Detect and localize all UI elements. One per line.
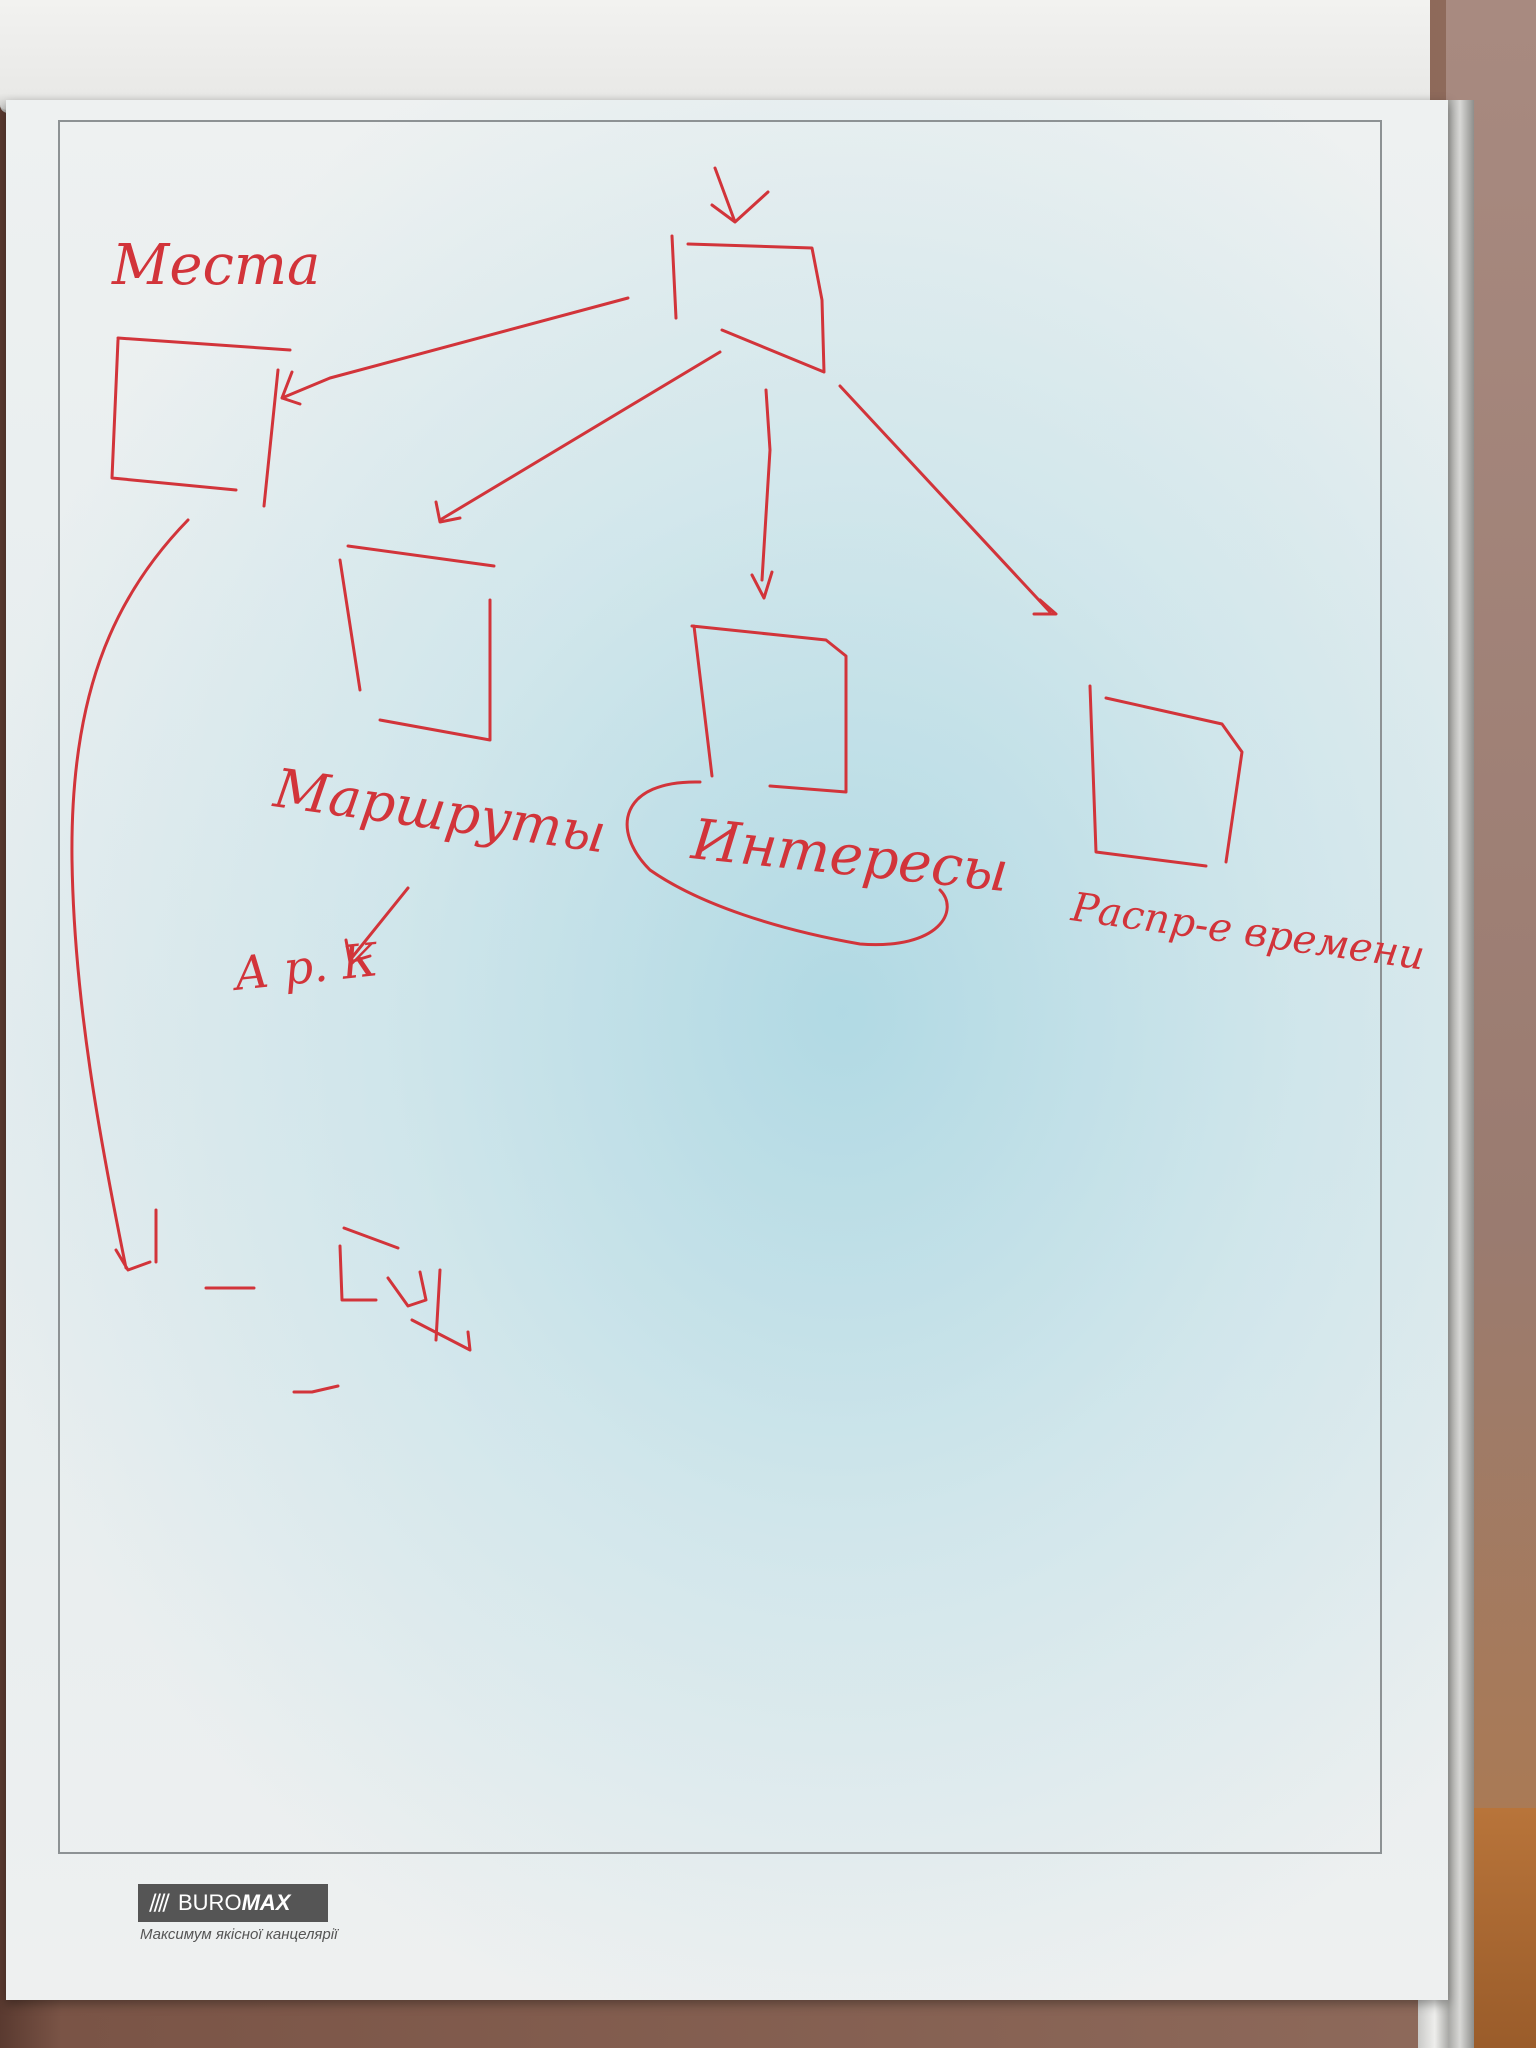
floor [1466,1808,1536,2048]
interests-box [690,624,848,794]
interests-ellipse [625,780,949,947]
cities-box [110,336,292,508]
center-box [670,234,826,374]
label-interests: Интересы [688,807,1012,905]
arrow-to-interests [750,388,774,600]
buromax-logo: //// BUROMAX [138,1884,328,1922]
bottom-sketch [204,1226,472,1394]
flipchart-sheet [6,100,1448,2000]
label-cities: Места [111,233,320,298]
label-misc: А р. К [229,932,382,1001]
arrow-to-time [838,384,1058,616]
arrow-to-misc [344,886,410,964]
arrow-cities-down [70,518,190,1272]
brand-tagline: Максимум якісної канцелярії [140,1926,338,1943]
entry-arrow [710,166,770,224]
time-box [1088,684,1244,868]
stripes-icon: //// [149,1890,170,1916]
flipped-sheet [0,0,1430,113]
routes-box [338,544,496,742]
label-time: Распр-е времени [1068,884,1428,979]
label-routes: Маршруты [269,756,610,865]
sheet-border [58,120,1382,1854]
arrow-to-cities [280,296,630,406]
brand-name: BUROMAX [178,1890,291,1915]
arrow-to-routes [434,350,722,524]
